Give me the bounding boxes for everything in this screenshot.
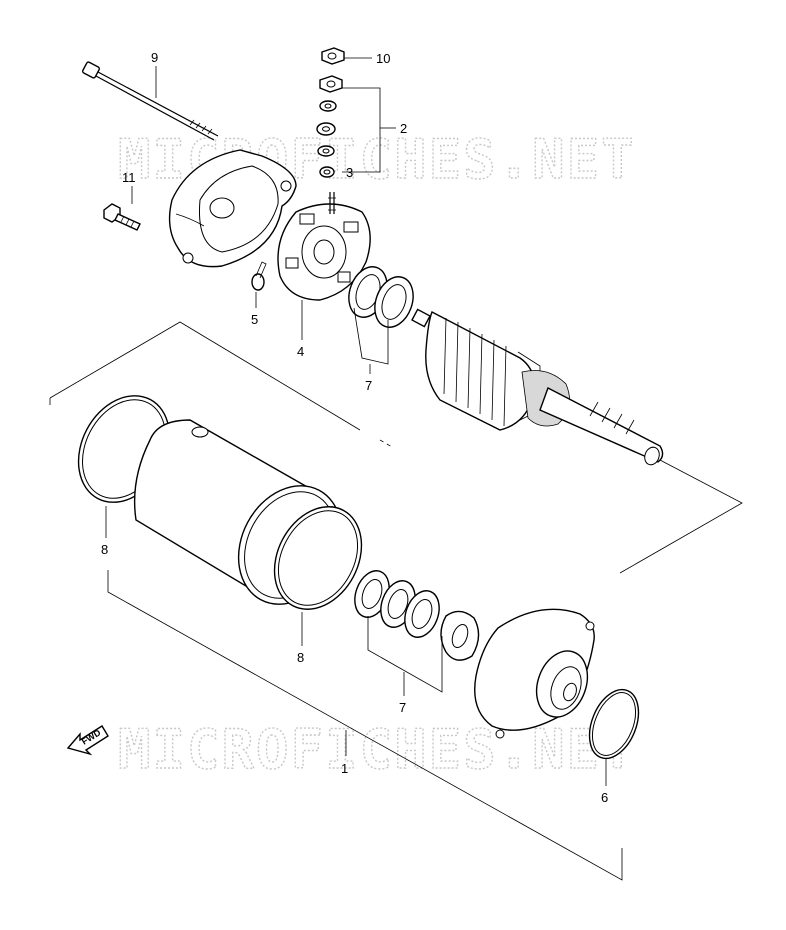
callout-5: 5 [251, 312, 258, 327]
callout-2: 2 [400, 121, 407, 136]
callouts: 9 10 2 3 11 5 4 7 8 8 7 1 6 [101, 50, 608, 805]
callout-4: 4 [297, 344, 304, 359]
callout-3: 3 [346, 165, 353, 180]
callout-10: 10 [376, 51, 390, 66]
callout-8-right: 8 [297, 650, 304, 665]
long-bolt [82, 61, 219, 141]
armature [411, 308, 664, 466]
watermark-bottom: MICROFICHES.NET [118, 718, 636, 781]
callout-7-lower: 7 [399, 700, 406, 715]
front-o-ring [588, 688, 640, 760]
o-ring-right [273, 506, 363, 610]
callout-11: 11 [122, 170, 136, 185]
callout-7-upper: 7 [365, 378, 372, 393]
brush-holder-plate [277, 192, 371, 301]
rear-end-cover [168, 149, 297, 268]
callout-6: 6 [601, 790, 608, 805]
front-housing [474, 608, 595, 739]
callout-9: 9 [151, 50, 158, 65]
upper-thrust-washers [348, 266, 414, 328]
leader-lines [105, 57, 607, 786]
callout-1: 1 [341, 761, 348, 776]
fwd-arrow-icon: FWD [66, 725, 109, 756]
small-bolt [103, 203, 141, 231]
assembly-outline [49, 321, 743, 881]
callout-8-left: 8 [101, 542, 108, 557]
brush-clip [251, 261, 267, 291]
